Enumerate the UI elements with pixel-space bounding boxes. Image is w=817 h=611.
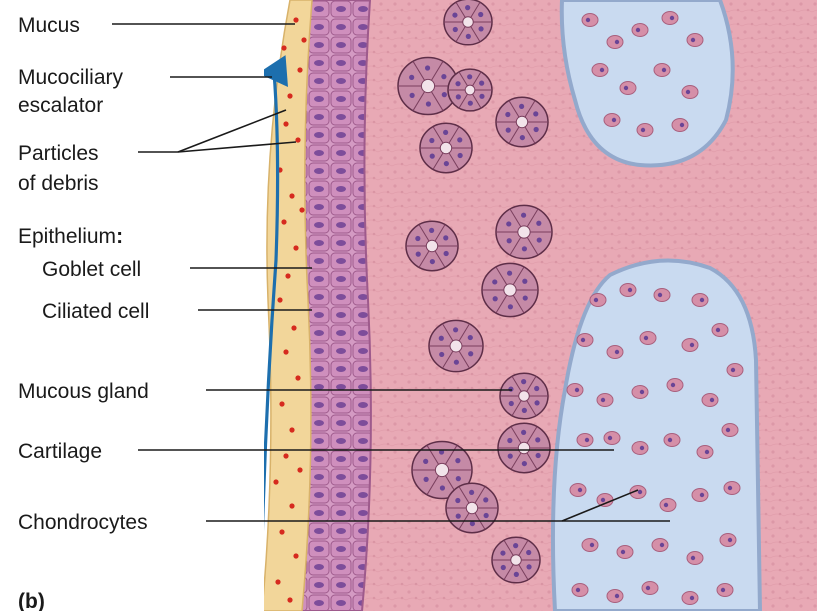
- label-epithelium-colon: :: [116, 225, 123, 248]
- debris-particle: [295, 375, 300, 380]
- mucous-gland-cluster: [406, 221, 458, 270]
- debris-particle: [295, 137, 300, 142]
- debris-particle: [281, 219, 286, 224]
- label-epithelium: Epithelium:: [18, 225, 123, 248]
- debris-particle: [273, 479, 278, 484]
- debris-particle: [279, 401, 284, 406]
- mucous-gland-cluster: [446, 483, 498, 532]
- debris-particle: [289, 193, 294, 198]
- debris-particle: [277, 297, 282, 302]
- debris-particle: [285, 273, 290, 278]
- mucus-layer: [262, 0, 312, 611]
- debris-particle: [297, 67, 302, 72]
- panel-label: (b): [18, 590, 45, 611]
- label-debris-1: Particles: [18, 142, 99, 165]
- debris-particle: [291, 325, 296, 330]
- debris-particle: [301, 37, 306, 42]
- mucous-gland-cluster: [498, 423, 550, 472]
- debris-particle: [283, 349, 288, 354]
- debris-particle: [297, 467, 302, 472]
- debris-particle: [287, 93, 292, 98]
- mucous-gland-cluster: [492, 537, 540, 583]
- label-mucous-gland: Mucous gland: [18, 380, 149, 403]
- mucous-gland-cluster: [496, 205, 552, 258]
- debris-particle: [281, 45, 286, 50]
- label-chondrocytes: Chondrocytes: [18, 511, 148, 534]
- mucous-gland-cluster: [448, 69, 492, 111]
- debris-particle: [279, 529, 284, 534]
- label-cartilage: Cartilage: [18, 440, 102, 463]
- label-ciliated: Ciliated cell: [42, 300, 149, 323]
- mucous-gland-cluster: [444, 0, 492, 45]
- mucous-gland-cluster: [496, 97, 548, 146]
- debris-particle: [293, 17, 298, 22]
- debris-particle: [293, 245, 298, 250]
- label-debris-2: of debris: [18, 172, 99, 195]
- mucous-gland-cluster: [420, 123, 472, 172]
- debris-particle: [289, 427, 294, 432]
- label-escalator-1: Mucociliary: [18, 66, 124, 89]
- debris-particle: [275, 579, 280, 584]
- label-goblet: Goblet cell: [42, 258, 141, 281]
- label-mucus: Mucus: [18, 14, 80, 37]
- label-epithelium-text: Epithelium: [18, 225, 116, 248]
- debris-particle: [289, 503, 294, 508]
- mucous-gland-cluster: [500, 373, 548, 419]
- debris-particle: [283, 453, 288, 458]
- mucous-gland-cluster: [429, 320, 483, 371]
- debris-particle: [293, 553, 298, 558]
- mucous-gland-cluster: [482, 263, 538, 316]
- label-escalator-2: escalator: [18, 94, 103, 117]
- debris-particle: [287, 597, 292, 602]
- epithelium: [300, 0, 371, 611]
- debris-particle: [283, 121, 288, 126]
- debris-particle: [299, 207, 304, 212]
